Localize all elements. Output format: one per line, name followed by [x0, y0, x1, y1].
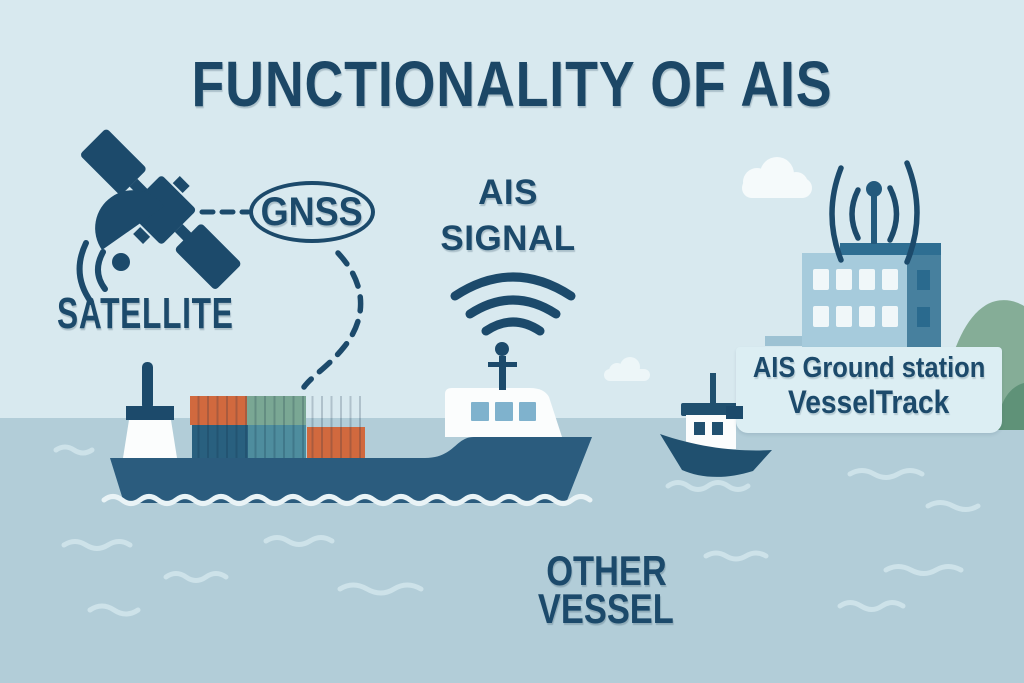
ground-station-building-icon: [765, 160, 941, 352]
gnss-bubble: GNSS: [249, 181, 375, 243]
boat-mast: [710, 373, 716, 407]
funnel-body: [123, 420, 177, 458]
ship-mast-fore: [142, 362, 153, 410]
satellite-dish: [95, 190, 165, 250]
building-side: [907, 253, 941, 352]
building-windows: [813, 269, 898, 327]
page-title: FUNCTIONALITY OF AIS: [191, 48, 833, 120]
other-vessel-label: OTHER VESSEL: [538, 547, 674, 632]
dock-ledge: [765, 336, 805, 346]
cloud-icon: [742, 157, 812, 198]
satellite-signal-arcs: [76, 240, 108, 305]
containers: [190, 396, 365, 458]
building-side-windows: [917, 270, 930, 327]
label-tab: [726, 406, 743, 419]
small-cloud-icon: [604, 357, 650, 381]
ground-station-label: AIS Ground station VesselTrack: [726, 347, 1002, 433]
cargo-ship-icon: [101, 342, 593, 506]
building-roof: [840, 243, 941, 255]
boat-roof: [681, 403, 739, 416]
wheelhouse-windows: [471, 402, 536, 421]
small-boat-icon: [660, 373, 772, 492]
sea-wave-icon: [665, 480, 751, 492]
satellite-label: SATELLITE: [57, 289, 234, 338]
ship-hull: [110, 437, 592, 503]
ground-station-line1: AIS Ground station: [752, 352, 986, 384]
funnel-cap: [126, 406, 174, 420]
satellite-icon: [76, 129, 241, 305]
ais-signal-waves-icon: [450, 272, 576, 336]
ais-antenna-mast: [499, 356, 506, 390]
gnss-ship-dash-curve: [301, 250, 364, 390]
gnss-label: GNSS: [260, 189, 364, 234]
sea-waves: [53, 444, 981, 617]
boat-hull: [660, 434, 772, 477]
ground-station-line2: VesselTrack: [788, 384, 950, 420]
ais-signal-label: AIS SIGNAL: [440, 173, 576, 258]
antenna-icon: [829, 160, 920, 265]
waterline-wave: [101, 494, 593, 506]
antenna-signal-arcs: [829, 160, 920, 265]
building-front: [802, 253, 907, 352]
